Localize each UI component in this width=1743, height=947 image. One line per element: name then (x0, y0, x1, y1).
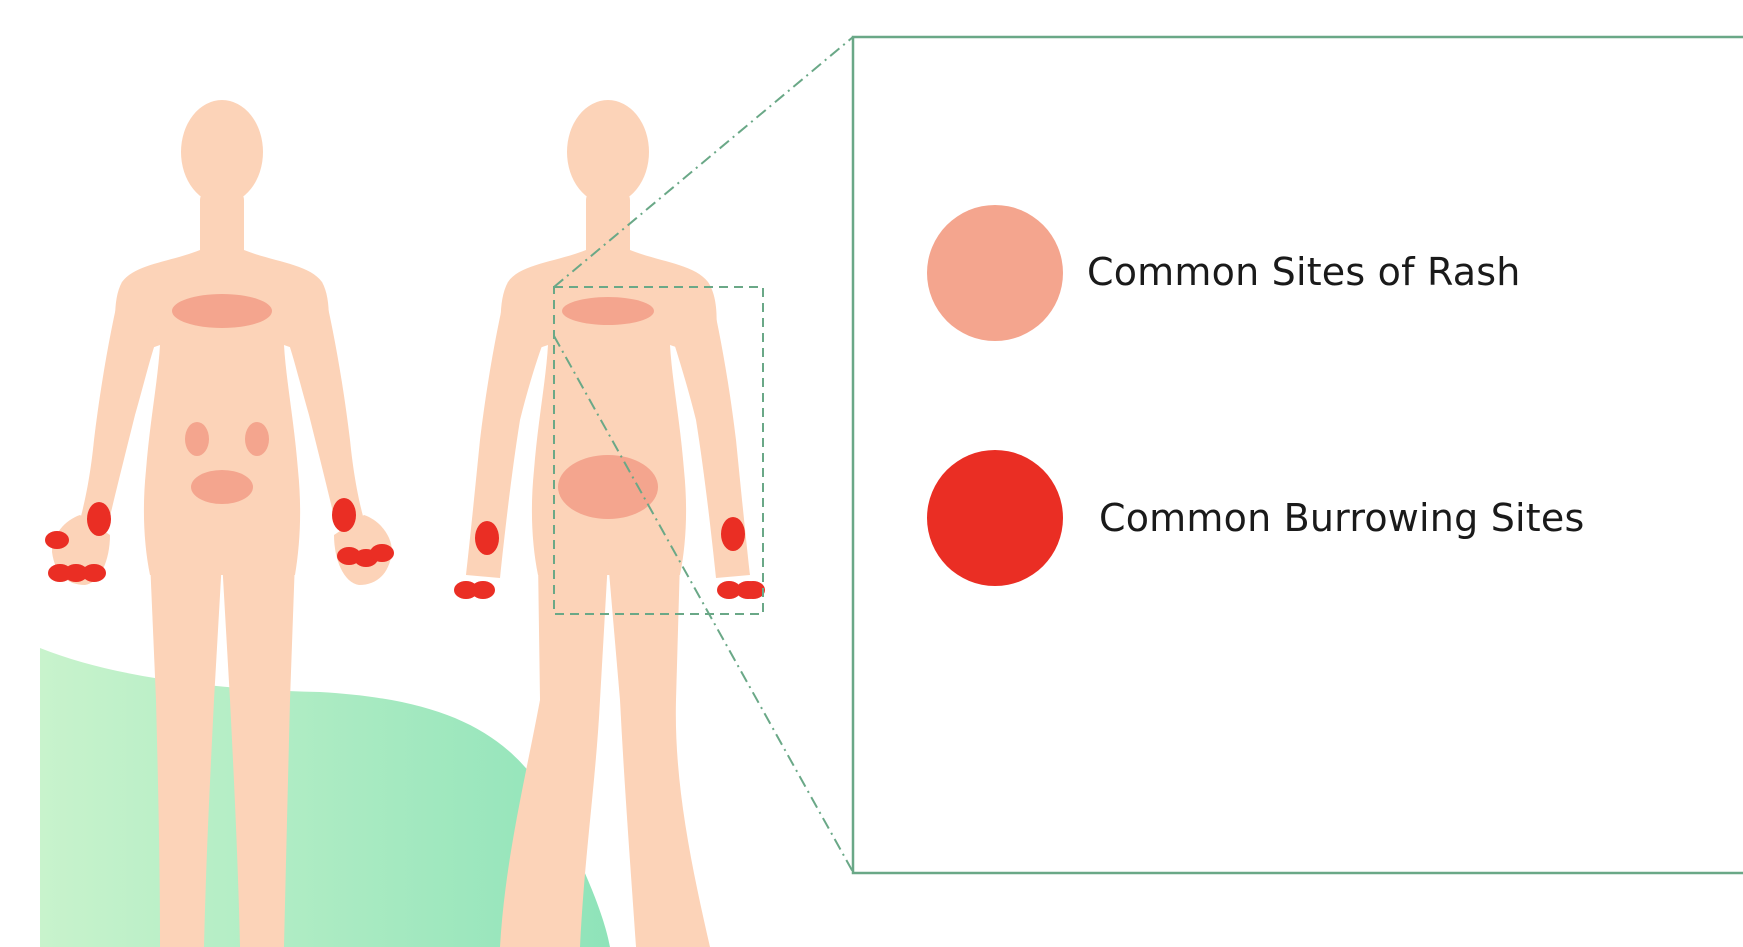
legend-label-burrowing: Common Burrowing Sites (1099, 499, 1584, 537)
rash-left-hip-front (185, 422, 209, 456)
burrow-right-wrist-back (721, 517, 745, 551)
back-right-leg (608, 560, 710, 947)
rash-chest-front (172, 294, 272, 328)
front-head (181, 100, 263, 204)
burrow-swatch-icon (927, 450, 1063, 586)
rash-swatch-icon (927, 205, 1063, 341)
burrow-left-thumb-front (45, 531, 69, 549)
rash-groin-front (191, 470, 253, 504)
burrow-left-wrist-back (475, 521, 499, 555)
burrow-right-fingers-3 (370, 544, 394, 562)
burrow-right-wrist-front (332, 498, 356, 532)
burrow-left-wrist-front (87, 502, 111, 536)
legend-label-rash: Common Sites of Rash (1087, 253, 1521, 291)
back-head (567, 100, 649, 204)
back-left-leg (500, 560, 608, 947)
burrow-right-hand-back-3 (741, 581, 765, 599)
rash-right-hip-front (245, 422, 269, 456)
burrow-left-hand-back-2 (471, 581, 495, 599)
rash-shoulder-blades-back (562, 297, 654, 325)
rash-buttocks-back (558, 455, 658, 519)
burrow-left-fingers-3 (82, 564, 106, 582)
